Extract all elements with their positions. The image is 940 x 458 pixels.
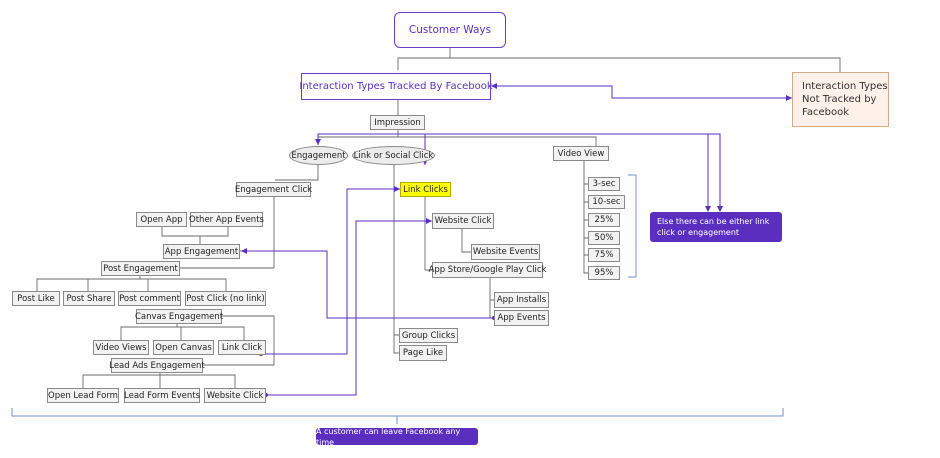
lead-form-events-node[interactable]: Lead Form Events [124,388,200,403]
video-95pct-node[interactable]: 95% [588,266,620,280]
lead-ads-engagement-node[interactable]: Lead Ads Engagement [109,358,205,373]
post-share-node[interactable]: Post Share [63,291,115,306]
interaction-types-tracked-node[interactable]: Interaction Types Tracked By Facebook [299,73,493,100]
video-10sec-node[interactable]: 10-sec [588,195,625,209]
post-engagement-node[interactable]: Post Engagement [101,261,180,276]
open-canvas-node[interactable]: Open Canvas [153,340,214,355]
website-events-node[interactable]: Website Events [471,244,540,260]
canvas-link-click-node[interactable]: Link Click [218,340,266,355]
video-views-node[interactable]: Video Views [93,340,149,355]
open-app-node[interactable]: Open App [136,212,187,227]
video-50pct-node[interactable]: 50% [588,231,620,245]
other-app-events-node[interactable]: Other App Events [189,212,264,227]
video-25pct-node[interactable]: 25% [588,213,620,227]
open-lead-form-node[interactable]: Open Lead Form [47,388,119,403]
page-like-node[interactable]: Page Like [399,345,447,361]
lead-website-click-node[interactable]: Website Click [204,388,266,403]
app-store-click-node[interactable]: App Store/Google Play Click [429,262,547,278]
customer-can-leave-note: A customer can leave Facebook any time [316,427,478,447]
post-comment-node[interactable]: Post comment [118,291,181,306]
engagement-node[interactable]: Engagement [289,146,348,165]
video-75pct-node[interactable]: 75% [588,248,620,262]
customer-ways-node[interactable]: Customer Ways [394,12,506,48]
app-installs-node[interactable]: App Installs [494,292,549,308]
app-events-node[interactable]: App Events [494,310,549,326]
else-link-click-or-engagement-note: Else there can be either link click or e… [650,212,782,242]
video-view-node[interactable]: Video View [553,146,609,161]
link-clicks-node[interactable]: Link Clicks [400,182,451,197]
app-engagement-node[interactable]: App Engagement [163,244,240,259]
group-clicks-node[interactable]: Group Clicks [399,328,458,343]
video-3sec-node[interactable]: 3-sec [588,177,620,191]
link-or-social-click-node[interactable]: Link or Social Click [352,146,435,165]
engagement-click-node[interactable]: Engagement Click [235,182,312,197]
post-like-node[interactable]: Post Like [12,291,60,306]
interaction-types-not-tracked-node[interactable]: Interaction Types Not Tracked by Faceboo… [792,72,889,127]
website-click-node[interactable]: Website Click [432,213,494,229]
canvas-engagement-node[interactable]: Canvas Engagement [135,309,223,324]
post-click-no-link-node[interactable]: Post Click (no link) [185,291,266,306]
impression-node[interactable]: Impression [370,115,425,130]
